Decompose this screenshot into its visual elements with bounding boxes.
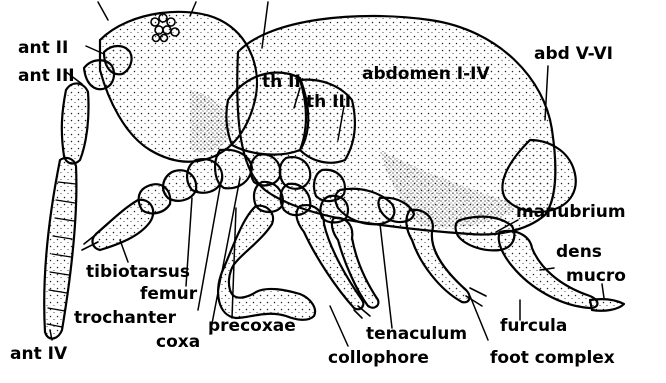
label-ant-iv: ant IV [10, 346, 67, 363]
antenna-segment-iv [44, 158, 76, 339]
label-abd-v-vi: abd V-VI [534, 46, 613, 63]
label-tenaculum: tenaculum [366, 326, 467, 343]
label-th-iii: th III [306, 94, 351, 111]
label-trochanter: trochanter [74, 310, 176, 327]
label-mucro: mucro [566, 268, 626, 285]
foot-claw [466, 288, 486, 306]
label-furcula: furcula [500, 318, 567, 335]
label-femur: femur [140, 286, 197, 303]
label-ant-ii: ant II [18, 40, 68, 57]
label-dens: dens [556, 244, 602, 261]
label-ant-iii: ant III [18, 68, 75, 85]
label-collophore: collophore [328, 350, 429, 367]
label-tibiotarsus: tibiotarsus [86, 264, 190, 281]
furcula-structure [456, 217, 624, 311]
label-foot-complex: foot complex [490, 350, 615, 367]
label-manubrium: manubrium [516, 204, 626, 221]
antenna-segment-ii [84, 60, 114, 89]
label-coxa: coxa [156, 334, 200, 351]
mucro-part [590, 299, 624, 311]
antenna-segment-iii [62, 83, 89, 163]
label-precoxae: precoxae [208, 318, 296, 335]
foreleg [93, 150, 252, 250]
label-th-ii: th II [262, 74, 301, 91]
label-abdomen: abdomen I-IV [362, 66, 490, 83]
